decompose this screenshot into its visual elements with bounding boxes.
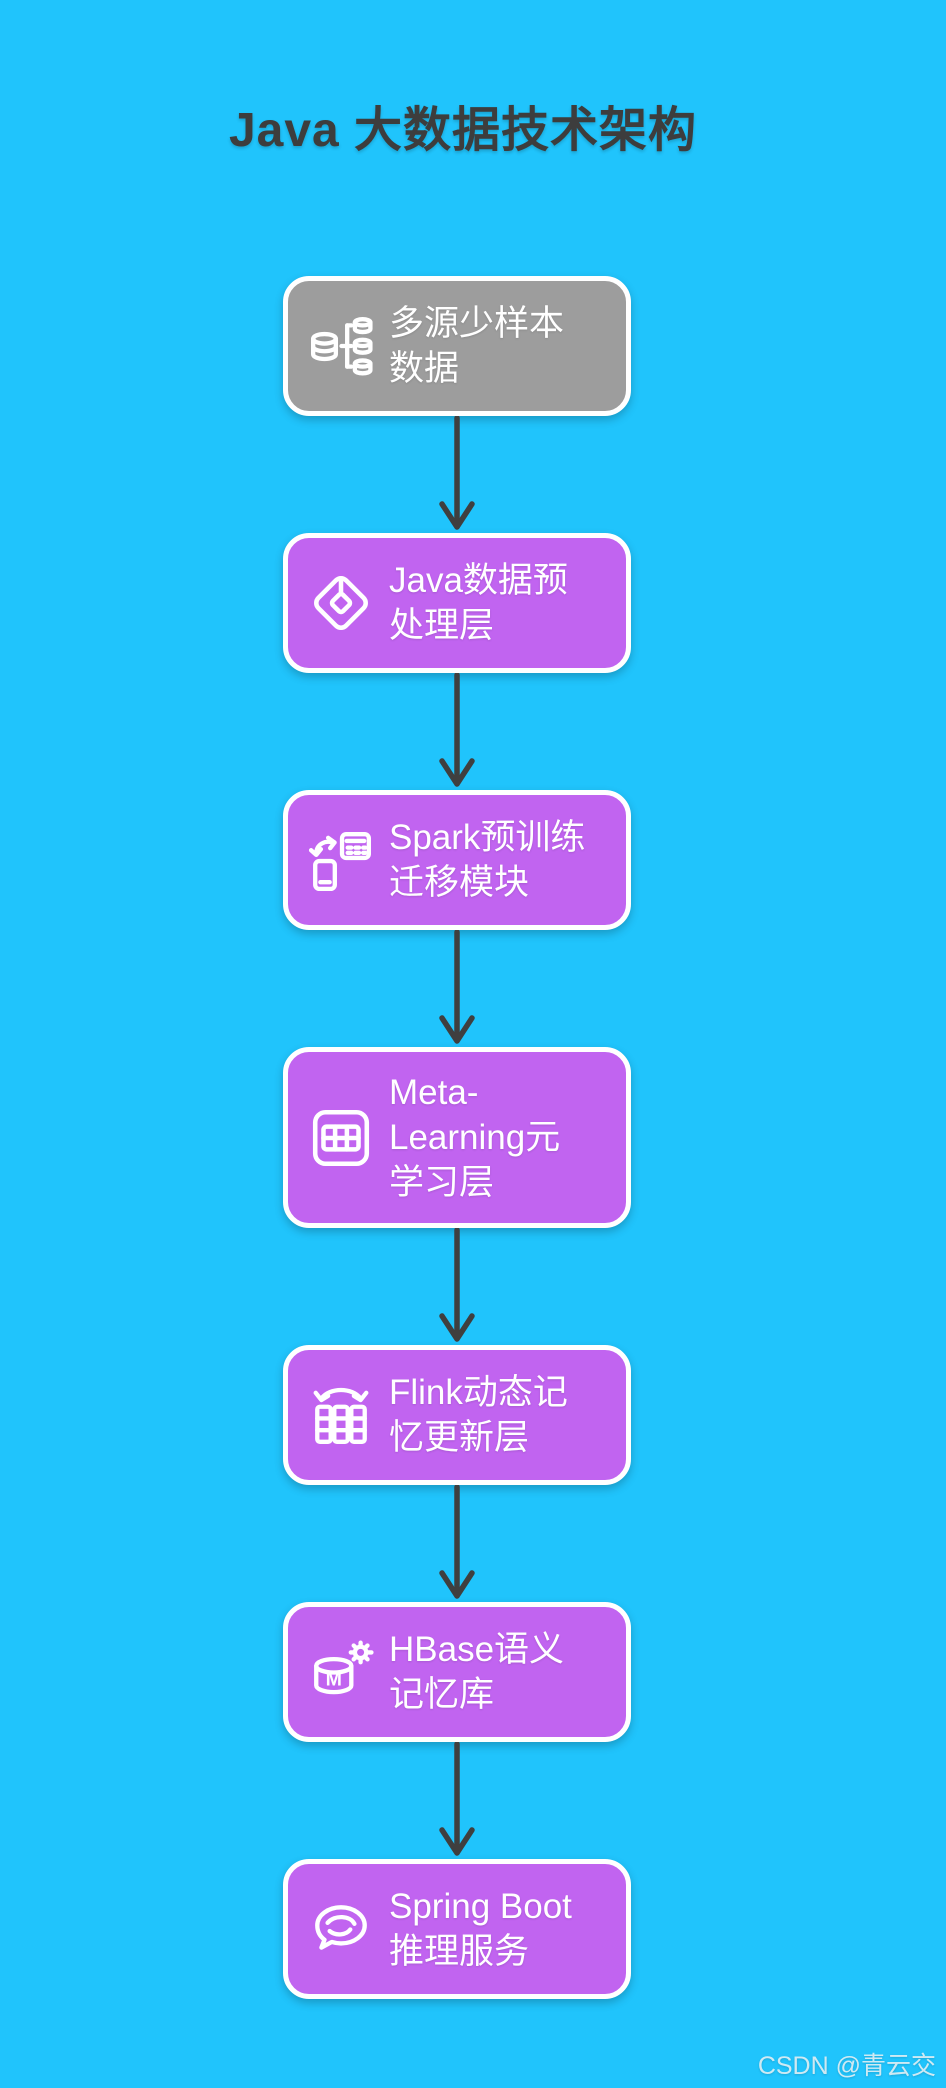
page-title: Java 大数据技术架构 (228, 104, 698, 157)
gem-icon (308, 570, 374, 636)
flow-node-label: Spring Boot推理服务 (389, 1887, 572, 1971)
flow-node-label: Flink动态记忆更新层 (389, 1373, 568, 1457)
database-gear-icon: M (308, 1639, 374, 1705)
flow-node-label: Spark预训练迁移模块 (389, 818, 586, 902)
flow-node-springboot-service: Spring Boot推理服务 (283, 1859, 631, 1999)
flow-node-spark-pretrain: Spark预训练迁移模块 (283, 790, 631, 930)
flow-node-source-data: 多源少样本数据 (283, 276, 631, 416)
flow-arrow (435, 1742, 479, 1859)
chat-spiral-icon (308, 1896, 374, 1962)
flowchart: 多源少样本数据 Java数据预处理层 Spark预训练迁移模块 Meta-Learni… (0, 276, 930, 1999)
svg-text:M: M (326, 1668, 342, 1690)
device-transfer-icon (308, 827, 374, 893)
flow-node-flink-memory: Flink动态记忆更新层 (283, 1345, 631, 1485)
matrix-icon (308, 1105, 374, 1171)
flow-node-java-preprocess: Java数据预处理层 (283, 533, 631, 673)
flow-node-label: Meta-Learning元学习层 (389, 1073, 561, 1202)
flow-arrow (435, 673, 479, 790)
flow-arrow (435, 1485, 479, 1602)
flow-node-label: HBase语义记忆库 (389, 1630, 565, 1714)
flow-arrow (435, 416, 479, 533)
flow-node-label: 多源少样本数据 (389, 304, 565, 388)
columns-refresh-icon (308, 1382, 374, 1448)
watermark: CSDN @青云交 (757, 2052, 936, 2080)
flow-node-meta-learning: Meta-Learning元学习层 (283, 1047, 631, 1228)
flow-arrow (435, 1228, 479, 1345)
flow-node-hbase-memory: M HBase语义记忆库 (283, 1602, 631, 1742)
flow-node-label: Java数据预处理层 (389, 561, 568, 645)
database-cluster-icon (308, 313, 374, 379)
flow-arrow (435, 930, 479, 1047)
